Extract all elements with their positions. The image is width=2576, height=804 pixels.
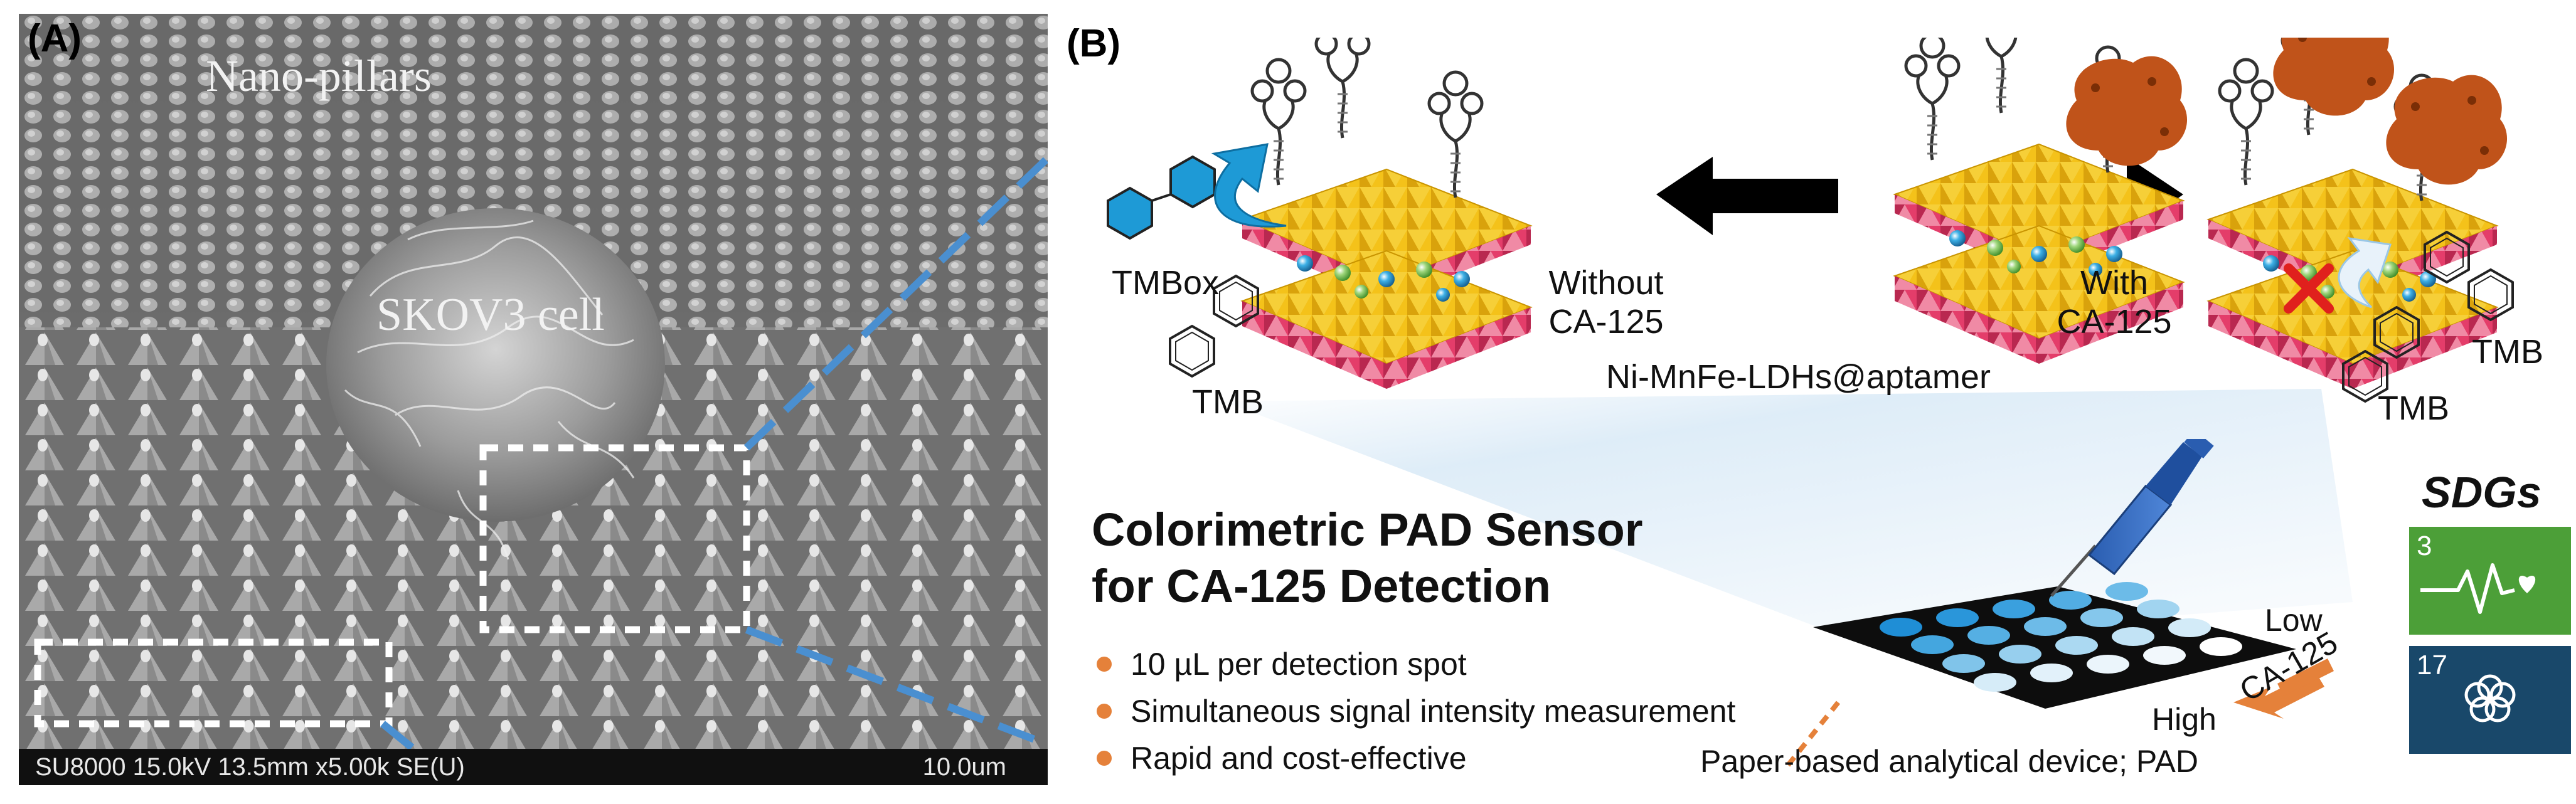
low-label: Low bbox=[2265, 603, 2323, 638]
with-ca125-label: With CA-125 bbox=[2052, 263, 2177, 341]
nano-pillars-label: Nano-pillars bbox=[206, 51, 432, 101]
bullet-dot-icon bbox=[1097, 751, 1112, 766]
ldh-schematic bbox=[1107, 38, 2514, 403]
sem-parameters: SU8000 15.0kV 13.5mm x5.00k SE(U) bbox=[35, 753, 465, 781]
skov3-cell bbox=[326, 208, 665, 522]
tmbox-label: TMBox bbox=[1112, 264, 1220, 302]
arrow-without bbox=[1656, 157, 1838, 235]
scale-bar-label: 10.0um bbox=[922, 753, 1006, 781]
title-line2: for CA-125 Detection bbox=[1092, 560, 1551, 613]
bullet-dot-icon bbox=[1097, 657, 1112, 672]
pad-wells bbox=[1880, 582, 2242, 692]
zoom-box-cell bbox=[479, 444, 750, 633]
sensor-title: Colorimetric PAD Sensor for CA-125 Detec… bbox=[1092, 502, 1643, 615]
bullet-item: Rapid and cost-effective bbox=[1097, 740, 1467, 776]
without-line2: CA-125 bbox=[1548, 303, 1664, 341]
sdgs-title: SDGs bbox=[2422, 468, 2541, 517]
skov3-cell-label: SKOV3 cell bbox=[376, 289, 605, 341]
blocked-x-icon bbox=[2284, 263, 2334, 314]
sdg3-number: 3 bbox=[2417, 531, 2432, 561]
tmb-left-label: TMB bbox=[1192, 383, 1264, 421]
sdg17-badge: 17 bbox=[2409, 646, 2571, 754]
bullet-text: 10 µL per detection spot bbox=[1131, 647, 1467, 682]
sem-info-bar: SU8000 15.0kV 13.5mm x5.00k SE(U) 10.0um bbox=[19, 749, 1048, 785]
zoom-box-pillars bbox=[34, 638, 393, 727]
sdg3-badge: 3 bbox=[2409, 527, 2571, 635]
without-line1: Without bbox=[1548, 264, 1664, 302]
title-line1: Colorimetric PAD Sensor bbox=[1092, 504, 1643, 556]
oxidation-arrow bbox=[1211, 143, 1287, 228]
with-line2: CA-125 bbox=[2057, 303, 2172, 341]
sem-micrograph bbox=[19, 14, 1048, 785]
bullet-item: Simultaneous signal intensity measuremen… bbox=[1097, 693, 1735, 729]
bullet-dot-icon bbox=[1097, 704, 1112, 719]
tmb-right-label-2: TMB bbox=[2378, 389, 2449, 427]
panel-a-label: (A) bbox=[28, 17, 82, 60]
pad-sheet bbox=[1813, 586, 2296, 709]
pad-caption: Paper-based analytical device; PAD bbox=[1700, 744, 2198, 779]
partnership-icon bbox=[2464, 674, 2516, 722]
ni-mnfe-ldhs-aptamer-label: Ni-MnFe-LDHs@aptamer bbox=[1606, 358, 1991, 396]
pipette-icon bbox=[2050, 439, 2214, 597]
tmb-right-label-1: TMB bbox=[2472, 333, 2543, 371]
without-ca125-label: Without CA-125 bbox=[1531, 263, 1681, 341]
sdg17-number: 17 bbox=[2417, 650, 2447, 680]
high-label: High bbox=[2152, 702, 2217, 737]
bullet-text: Rapid and cost-effective bbox=[1131, 741, 1467, 776]
bullet-text: Simultaneous signal intensity measuremen… bbox=[1131, 694, 1736, 729]
pad-device bbox=[1786, 439, 2334, 767]
heartbeat-icon bbox=[2420, 563, 2536, 614]
with-line1: With bbox=[2080, 264, 2148, 302]
projection-glow bbox=[1223, 389, 2353, 640]
sem-image: Nano-pillars SKOV3 cell SU8000 15.0kV 13… bbox=[19, 14, 1048, 785]
panel-b-label: (B) bbox=[1067, 22, 1121, 65]
bullet-item: 10 µL per detection spot bbox=[1097, 646, 1467, 682]
pad-pointer-line bbox=[1786, 701, 1841, 767]
